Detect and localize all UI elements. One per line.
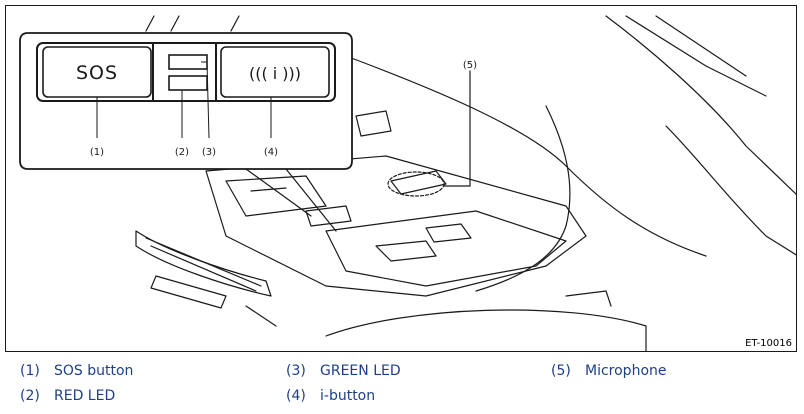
callout-4: (4) [264,147,278,158]
roof-curve [665,125,796,256]
callout-2: (2) [175,147,189,158]
microphone-grille [390,170,447,195]
trim-line [245,305,277,327]
visor-mirror [150,275,227,309]
mirror-mount [565,290,612,307]
map-lamp-switch-left [375,240,437,262]
map-lamp-switch-right [425,223,472,243]
legend-item-3: (3) GREEN LED [286,363,401,379]
legend-item-2: (2) RED LED [20,388,115,404]
slash-mark-3 [230,15,240,32]
visor-stripe-2 [150,245,257,292]
console-button-area [305,205,352,227]
legend-num: (5) [551,363,571,379]
legend-label: RED LED [54,388,116,404]
legend-item-1: (1) SOS button [20,363,133,379]
figure-id: ET-10016 [745,338,792,349]
overhead-console-illustration: SOS ((( i ))) (1) (2) (3) (4) (5) [19,15,796,351]
pillar-line [605,15,796,195]
legend-label: i-button [320,388,376,404]
headliner-edge-line [345,55,707,257]
legend-num: (1) [20,363,40,379]
inset-leader-line-1 [245,168,312,217]
legend-item-5: (5) Microphone [551,363,667,379]
console-body [205,155,587,297]
pillar-line-3 [655,15,747,77]
i-button [220,46,330,98]
pillar-line-2 [625,15,767,97]
rearview-mirror-outline [325,309,647,351]
legend-item-4: (4) i-button [286,388,375,404]
console-front-face [225,175,327,217]
legend-num: (4) [286,388,306,404]
legend-num: (3) [286,363,306,379]
legend-label: SOS button [54,363,134,379]
microphone-highlight [387,171,445,197]
console-lamp-panel [325,210,567,287]
sun-visor [135,230,272,297]
console-back-curve [475,105,571,292]
slash-mark-1 [145,15,155,32]
legend-label: Microphone [585,363,667,379]
inset-panel: SOS ((( i ))) (1) (2) (3) (4) [19,32,353,170]
callout-3: (3) [202,147,216,158]
inset-leader-line-2 [285,168,337,232]
callout-1: (1) [90,147,104,158]
leader-3 [206,61,210,139]
legend-label: GREEN LED [320,363,401,379]
callout-5: (5) [463,60,477,71]
i-button-label: ((( i ))) [249,64,301,83]
button-strip-outer [36,42,336,102]
diagram-figure: SOS ((( i ))) (1) (2) (3) (4) (5) ET-100… [5,5,797,352]
legend-num: (2) [20,388,40,404]
visor-stripe-1 [145,237,262,287]
red-led [168,75,208,91]
vent-grid [355,110,392,137]
sos-label: SOS [76,62,118,84]
slash-mark-2 [170,15,180,32]
console-detail-line [250,187,287,192]
